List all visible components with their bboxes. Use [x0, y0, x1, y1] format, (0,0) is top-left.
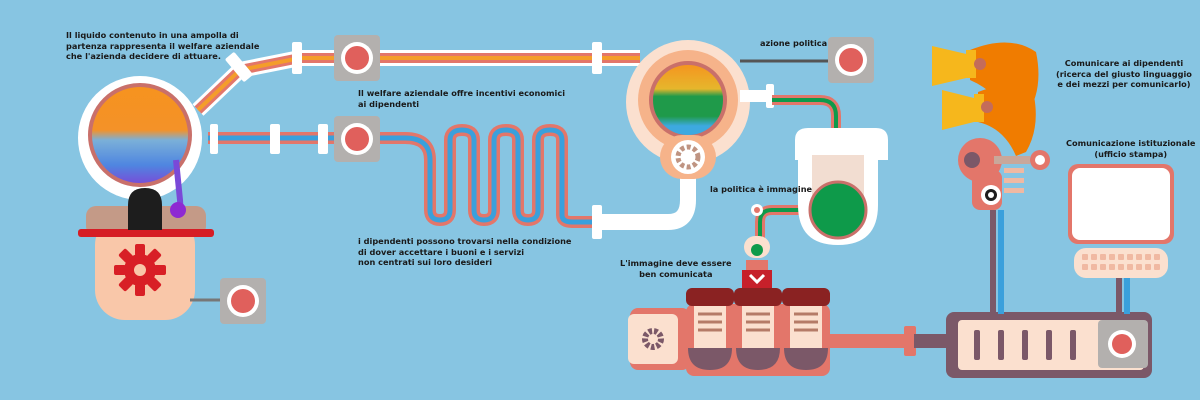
keyboard-icon [1074, 248, 1168, 278]
valve-button-icon[interactable] [190, 278, 266, 324]
valve-button-icon[interactable] [334, 35, 380, 81]
piston-machine [628, 288, 950, 376]
gear-icon [114, 244, 166, 296]
vertical-pipes [990, 210, 1130, 314]
piston-3 [782, 288, 830, 370]
label-dipendenti: i dipendenti possono trovarsi nella cond… [358, 236, 572, 267]
flask-politics [626, 40, 774, 179]
label-welfare: Il welfare aziendale offre incentivi eco… [358, 88, 565, 109]
green-pipe [755, 95, 841, 240]
piston-1 [686, 288, 734, 370]
valve-button-icon[interactable] [334, 116, 380, 162]
label-politica-immagine: la politica è immagine [710, 184, 813, 194]
comm-machine [946, 312, 1152, 378]
robot-head [958, 138, 1050, 210]
megaphone-icon [942, 85, 1036, 156]
label-ampolla: Il liquido contenuto in una ampolla di p… [66, 30, 260, 61]
monitor-icon [1068, 164, 1174, 244]
flask-image [795, 128, 888, 245]
label-istituzionale: Comunicazione istituzionale (ufficio sta… [1066, 138, 1196, 159]
top-pipe [192, 42, 640, 116]
valve-button-icon[interactable] [740, 37, 874, 83]
piston-2 [734, 288, 782, 370]
flask-start [78, 76, 214, 320]
label-immagine: L'immagine deve essere ben comunicata [620, 258, 732, 279]
label-comunicare: Comunicare ai dipendenti (ricerca del gi… [1056, 58, 1192, 89]
gear-icon [671, 140, 705, 174]
serpentine-pipe [208, 124, 696, 239]
valve-stack [742, 204, 772, 292]
gear-icon [642, 328, 664, 350]
label-azione-politica: azione politica [760, 38, 828, 48]
